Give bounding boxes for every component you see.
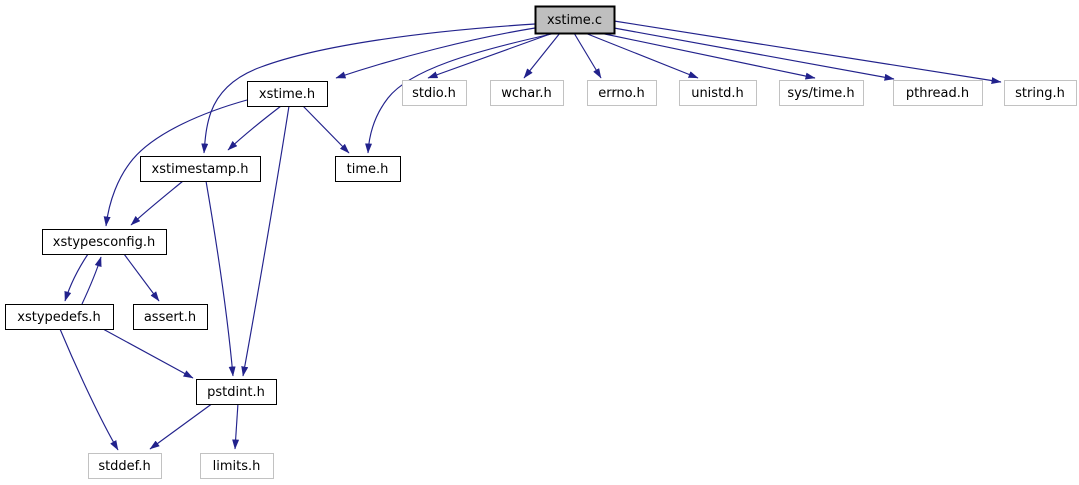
node-box-pthread-h: [893, 80, 983, 106]
node-box-xstime-h[interactable]: [247, 81, 328, 107]
edge-xstime-c-to-wchar-h: [523, 32, 561, 79]
node-box-xstypedefs-h[interactable]: [5, 304, 114, 330]
node-label-unistd-h: unistd.h: [691, 86, 744, 101]
node-box-stdio-h: [402, 80, 467, 106]
node-errno-h: errno.h: [587, 80, 657, 106]
node-unistd-h: unistd.h: [679, 80, 757, 106]
node-xstime-c: xstime.c: [534, 5, 616, 35]
node-stddef-h: stddef.h: [88, 453, 162, 479]
node-label-string-h: string.h: [1015, 86, 1065, 101]
edge-xstime-h-to-time-h: [302, 105, 350, 154]
node-box-xstypesconfig-h[interactable]: [42, 229, 167, 255]
node-label-xstime-h: xstime.h: [259, 87, 315, 102]
node-box-sys-time-h: [779, 80, 864, 106]
edge-xstime-c-to-xstime-h: [335, 27, 536, 79]
edge-xstime-c-to-unistd-h: [584, 32, 699, 79]
edge-xstimestamp-h-to-pstdint-h: [205, 180, 236, 377]
edge-xstime-c-to-xstimestamp-h: [201, 23, 536, 154]
edge-xstime-h-to-pstdint-h: [241, 105, 290, 377]
node-box-assert-h[interactable]: [133, 304, 208, 330]
node-label-sys-time-h: sys/time.h: [787, 86, 854, 101]
edge-pstdint-h-to-limits-h: [232, 402, 240, 450]
edge-xstypesconfig-h-to-assert-h: [123, 253, 160, 302]
node-label-stddef-h: stddef.h: [98, 459, 150, 474]
nodes-layer: xstime.c xstime.h stdio.h wchar.h errno.h uni…: [5, 5, 1077, 479]
edges-layer: [59, 20, 1002, 451]
node-label-limits-h: limits.h: [213, 459, 261, 474]
node-box-errno-h: [587, 80, 657, 106]
edge-xstypesconfig-h-to-xstypedefs-h: [64, 253, 89, 302]
node-xstypedefs-h[interactable]: xstypedefs.h: [5, 304, 114, 330]
node-label-wchar-h: wchar.h: [501, 86, 552, 101]
node-label-time-h: time.h: [347, 162, 389, 177]
node-label-stdio-h: stdio.h: [412, 86, 456, 101]
node-label-pthread-h: pthread.h: [906, 86, 969, 101]
node-box-wchar-h: [490, 80, 564, 106]
edge-xstypedefs-h-to-pstdint-h: [102, 328, 194, 379]
node-box-stddef-h: [88, 453, 162, 479]
node-box-time-h[interactable]: [335, 156, 401, 182]
edge-xstime-c-to-string-h: [613, 20, 1002, 84]
node-box-string-h: [1004, 80, 1077, 106]
edge-xstime-c-to-stdio-h: [427, 32, 554, 79]
node-label-xstypedefs-h: xstypedefs.h: [17, 310, 100, 325]
node-box-unistd-h: [679, 80, 757, 106]
node-label-assert-h: assert.h: [144, 310, 196, 325]
node-assert-h[interactable]: assert.h: [133, 304, 208, 330]
node-label-xstime-c: xstime.c: [547, 13, 602, 28]
edge-xstime-c-to-sys-time-h: [599, 32, 816, 80]
node-xstypesconfig-h[interactable]: xstypesconfig.h: [42, 229, 167, 255]
edge-xstypedefs-h-to-stddef-h: [59, 328, 119, 451]
edge-xstime-h-to-xstypesconfig-h: [103, 99, 248, 227]
edge-xstime-c-to-errno-h: [573, 32, 602, 79]
node-limits-h: limits.h: [200, 453, 274, 479]
node-box-limits-h: [200, 453, 274, 479]
edge-pstdint-h-to-stddef-h: [149, 402, 214, 450]
node-time-h[interactable]: time.h: [335, 156, 401, 182]
node-label-xstimestamp-h: xstimestamp.h: [152, 162, 249, 177]
edge-xstime-c-to-time-h: [365, 32, 557, 154]
node-label-xstypesconfig-h: xstypesconfig.h: [53, 235, 155, 250]
node-string-h: string.h: [1004, 80, 1077, 106]
node-box-xstimestamp-h[interactable]: [140, 156, 261, 182]
node-wchar-h: wchar.h: [490, 80, 564, 106]
edge-xstimestamp-h-to-xstypesconfig-h: [130, 180, 184, 226]
node-xstimestamp-h[interactable]: xstimestamp.h: [140, 156, 261, 182]
node-pthread-h: pthread.h: [893, 80, 983, 106]
edge-xstime-h-to-xstimestamp-h: [227, 105, 282, 151]
node-label-errno-h: errno.h: [598, 86, 645, 101]
edge-xstypedefs-h-to-xstypesconfig-h: [81, 256, 102, 305]
node-xstime-h[interactable]: xstime.h: [247, 81, 328, 107]
node-box-xstime-c: [534, 5, 616, 35]
node-pstdint-h[interactable]: pstdint.h: [196, 379, 277, 405]
node-box-pstdint-h[interactable]: [196, 379, 277, 405]
edge-xstime-c-to-pthread-h: [613, 27, 895, 81]
node-sys-time-h: sys/time.h: [779, 80, 864, 106]
node-stdio-h: stdio.h: [402, 80, 467, 106]
node-label-pstdint-h: pstdint.h: [207, 385, 265, 400]
